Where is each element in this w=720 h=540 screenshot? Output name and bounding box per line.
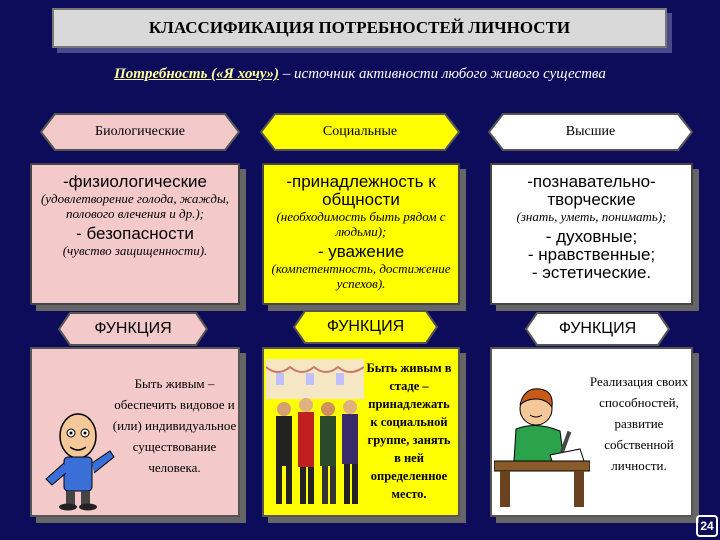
item-belonging: -принадлежность к общности (286, 172, 436, 209)
function-text-higher: Реализация своих способностей, развитие … (589, 374, 689, 473)
header-social: Социальные (260, 113, 460, 151)
studying-boy-icon (494, 388, 590, 507)
header-biological: Биологические (40, 113, 240, 151)
item-respect: - уважение (317, 242, 405, 261)
func-shape (58, 312, 208, 346)
function-box-biological: Быть живым – обеспечить видовое и (или) … (30, 347, 240, 517)
function-label-social: ФУНКЦИЯ (293, 310, 438, 344)
function-box-social: Быть живым в стаде – принадлежать к соци… (262, 347, 460, 517)
column-biological: -физиологические (удовлетворение голода,… (30, 163, 240, 305)
party-crowd-icon (266, 359, 364, 504)
item-cognitive-note: (знать, уметь, понимать); (516, 209, 667, 224)
function-text-biological: Быть живым – обеспечить видовое и (или) … (112, 376, 237, 475)
subtitle-rest: – источник активности любого живого суще… (279, 66, 606, 82)
item-safety: - безопасности (76, 224, 194, 243)
function-text-social: Быть живым в стаде – принадлежать к соци… (364, 359, 454, 503)
column-higher: -познавательно-творческие (знать, уметь,… (490, 163, 693, 305)
function-box-higher: Реализация своих способностей, развитие … (490, 347, 693, 517)
column-social: -принадлежность к общности (необходимост… (262, 163, 460, 305)
hex-shape (260, 113, 460, 151)
subtitle-term: Потребность («Я хочу») (114, 66, 280, 82)
item-moral: - нравственные; (527, 245, 656, 264)
item-aesthetic: - эстетические. (531, 263, 652, 282)
hex-shape (40, 113, 240, 151)
item-physiological: -физиологические (63, 172, 207, 191)
func-shape (525, 312, 670, 346)
function-label-higher: ФУНКЦИЯ (525, 312, 670, 346)
item-cognitive: -познавательно-творческие (527, 172, 656, 209)
item-belonging-note: (необходимость быть рядом с людьми); (276, 209, 446, 239)
item-respect-note: (компетентность, достижение успехов). (271, 261, 451, 291)
function-label-biological: ФУНКЦИЯ (58, 312, 208, 346)
header-higher: Высшие (488, 113, 693, 151)
function-text-social-bold: Быть живым в стаде – принадлежать к соци… (366, 361, 452, 501)
slide-title: КЛАССИФИКАЦИЯ ПОТРЕБНОСТЕЙ ЛИЧНОСТИ (52, 8, 667, 48)
cartoon-man-icon (45, 413, 115, 511)
item-safety-note: (чувство защищенности). (62, 243, 208, 258)
func-shape (293, 310, 438, 344)
item-physiological-note: (удовлетворение голода, жажды, полового … (40, 191, 230, 221)
subtitle: Потребность («Я хочу») – источник активн… (0, 66, 720, 83)
page-number: 24 (696, 515, 718, 537)
hex-shape (488, 113, 693, 151)
item-spiritual: - духовные; (545, 227, 638, 246)
